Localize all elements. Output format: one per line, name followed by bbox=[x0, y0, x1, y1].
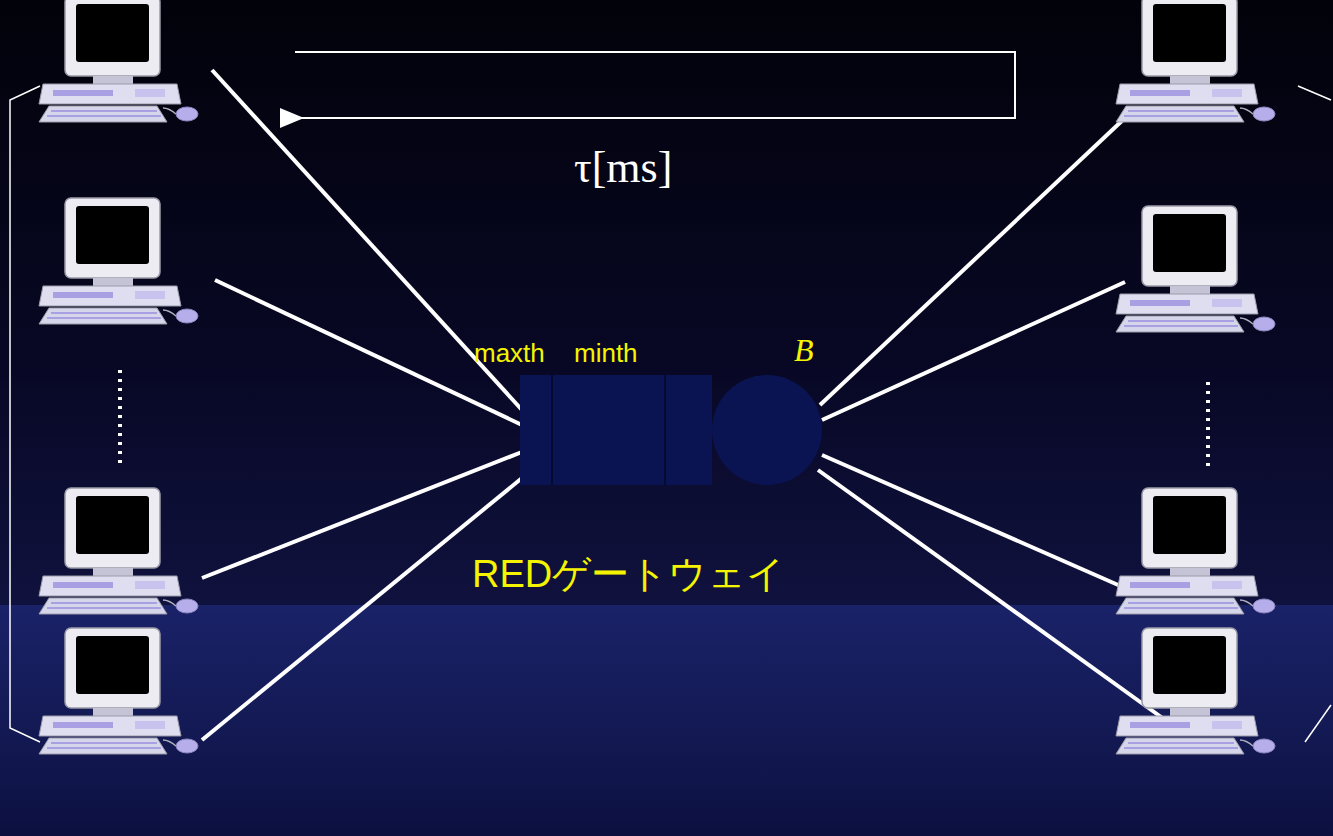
computer-icon bbox=[39, 628, 198, 754]
group-bracket bbox=[1305, 705, 1331, 742]
computer-icon bbox=[39, 0, 198, 122]
computer-icon bbox=[39, 488, 198, 614]
computer-icon bbox=[1116, 206, 1275, 332]
group-bracket bbox=[10, 86, 40, 742]
rtt-arrow bbox=[295, 52, 1015, 118]
network-wires bbox=[202, 70, 1168, 740]
computer-icon bbox=[39, 198, 198, 324]
threshold-label: minth bbox=[574, 339, 638, 368]
delay-label: τ[ms] bbox=[574, 144, 672, 192]
computer-icon bbox=[1116, 628, 1275, 754]
server-circle: B bbox=[712, 375, 822, 485]
computer-icon bbox=[1116, 488, 1275, 614]
queue-divider bbox=[664, 375, 666, 485]
group-bracket bbox=[1298, 86, 1331, 100]
ellipsis-dots bbox=[1206, 382, 1210, 468]
bandwidth-label: B bbox=[794, 333, 814, 368]
queue-buffer: maxthminth bbox=[520, 375, 712, 485]
threshold-label: maxth bbox=[474, 339, 545, 368]
ellipsis-dots bbox=[118, 370, 122, 465]
queue-divider bbox=[551, 375, 553, 485]
gateway-label: REDゲートウェイ bbox=[472, 554, 785, 596]
computer-icon bbox=[1116, 0, 1275, 122]
